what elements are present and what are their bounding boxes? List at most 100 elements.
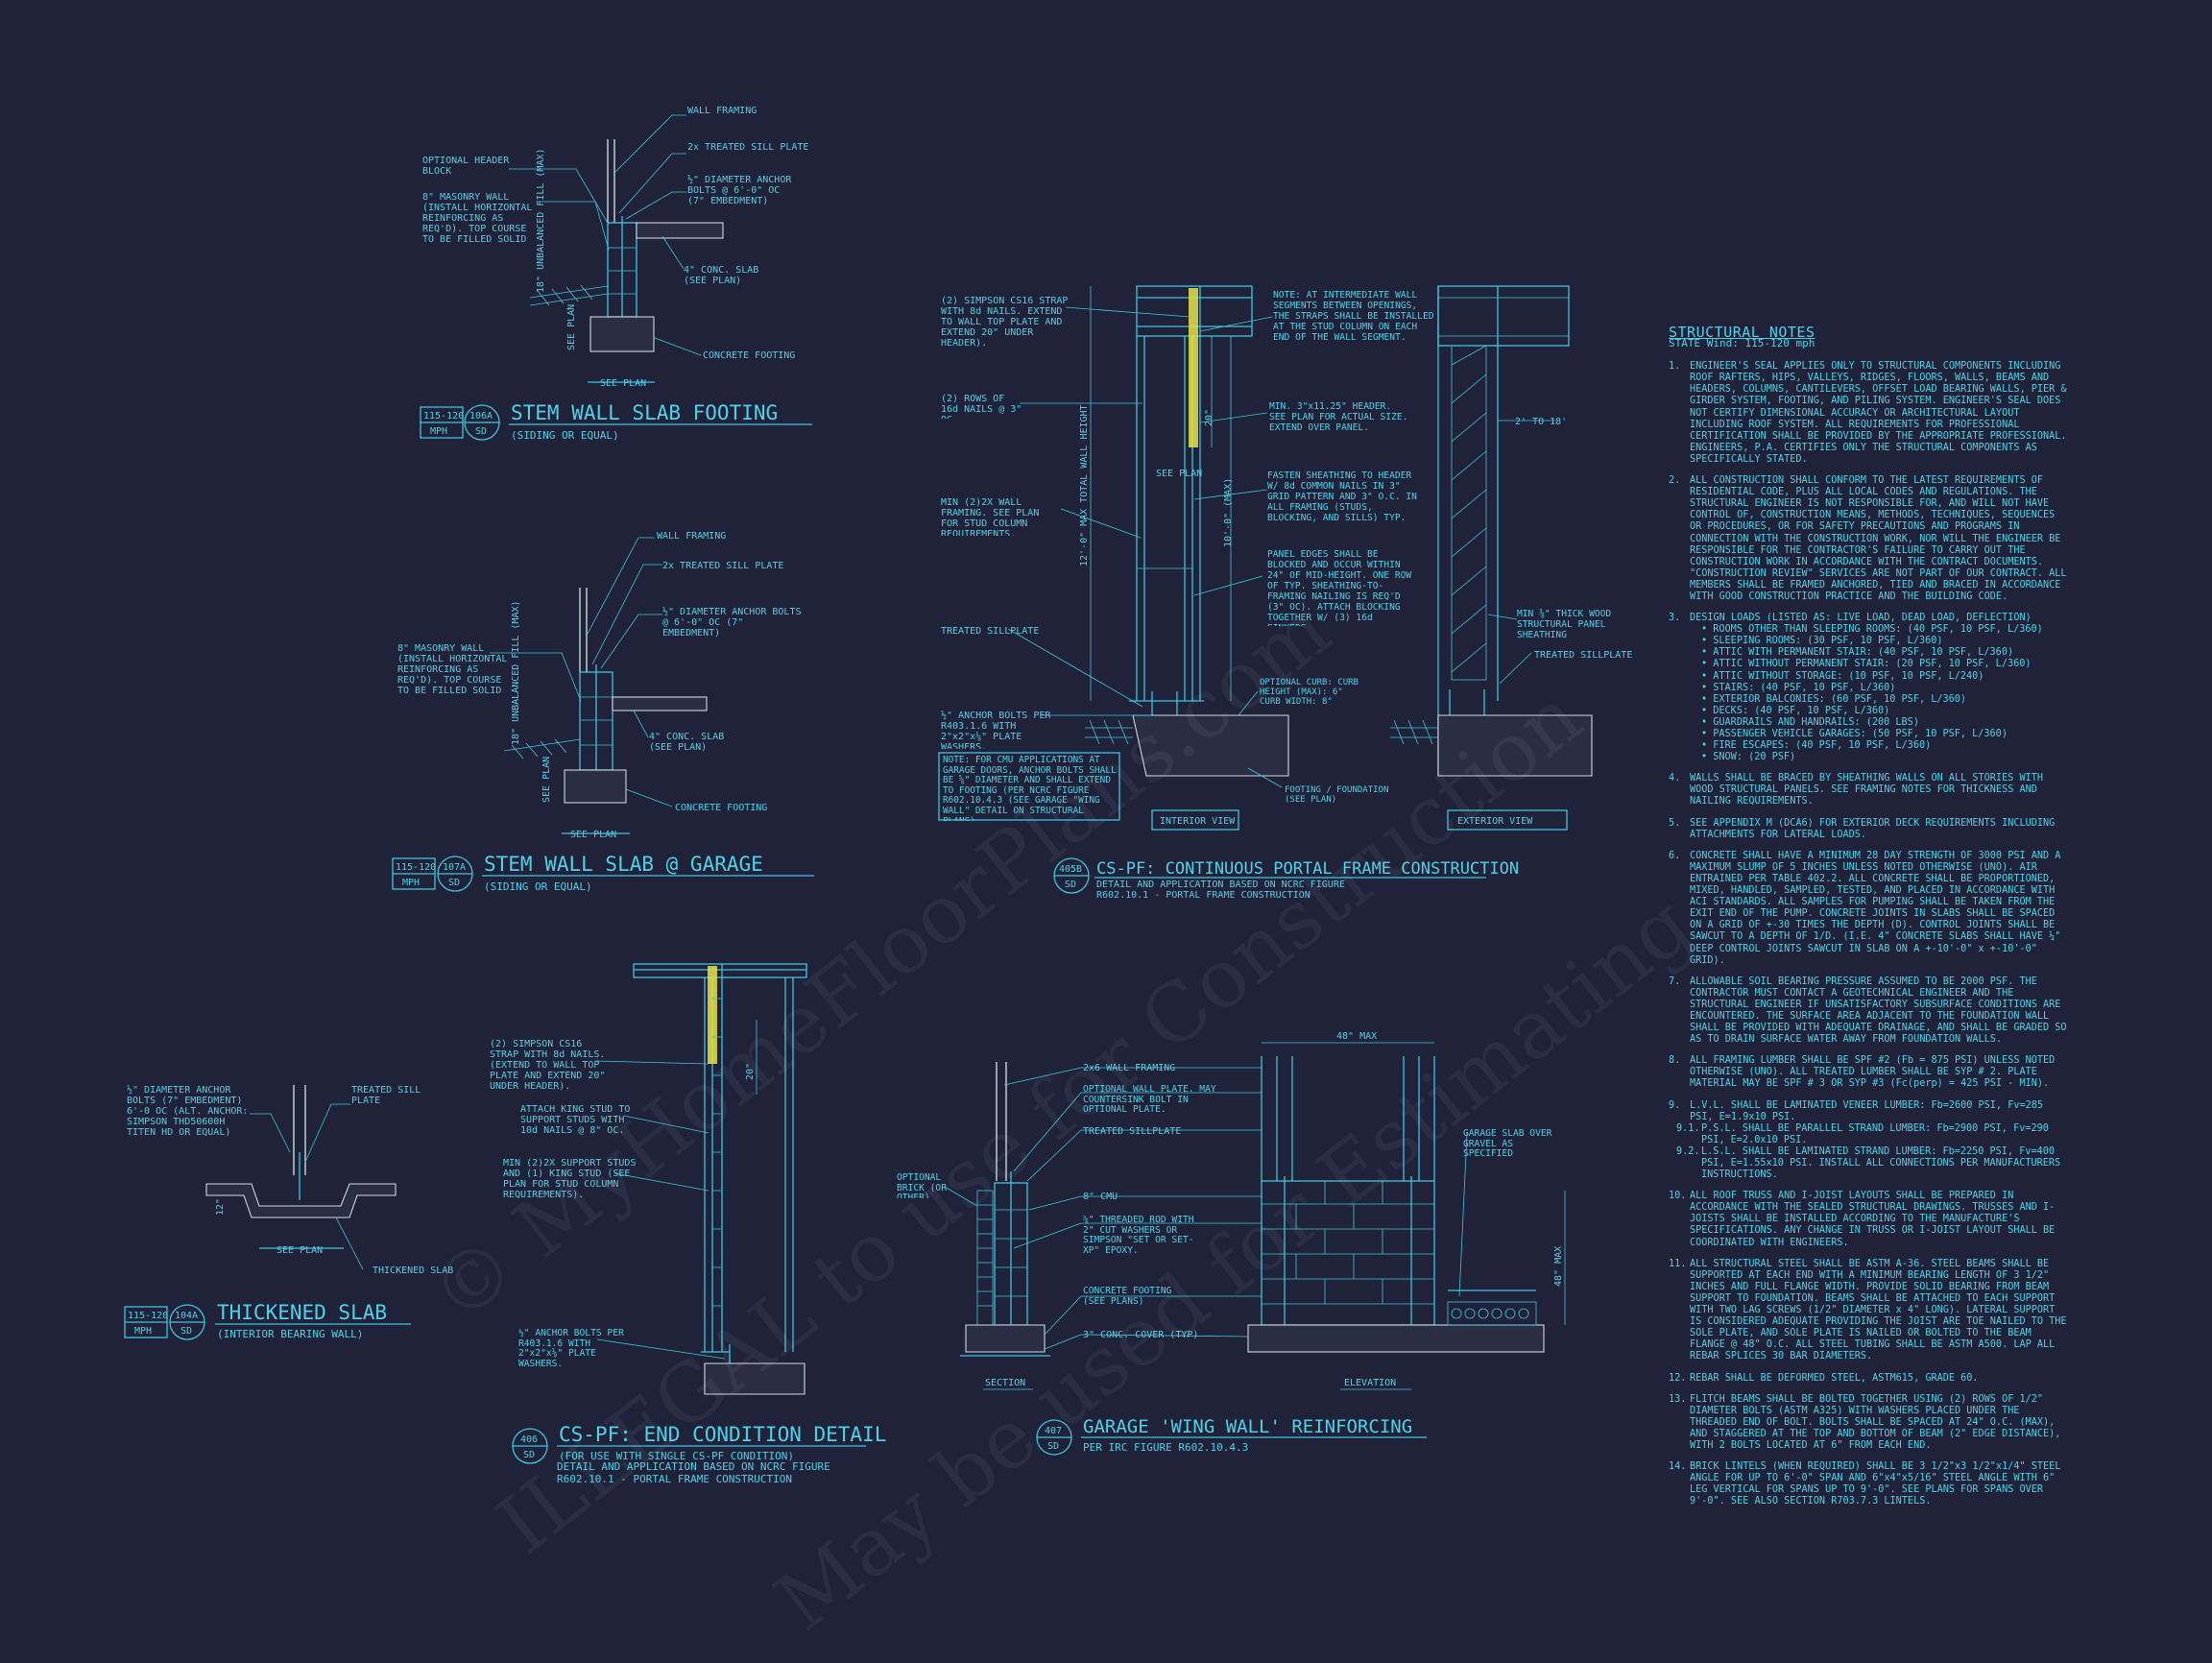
note-text-wrap: SEE APPENDIX M (DCA6) FOR EXTERIOR DECK … <box>1690 818 2072 841</box>
note-bullet: PASSENGER VEHICLE GARAGES: (50 PSF, 10 P… <box>1701 729 2072 740</box>
d406-subtitle2: DETAIL AND APPLICATION BASED ON NCRC FIG… <box>557 1461 830 1485</box>
detail-407: SECTION 48" MAX 48" MAX ELEVATION <box>897 1031 1566 1456</box>
d407-subtitle: PER IRC FIGURE R602.10.4.3 <box>1083 1441 1248 1454</box>
d107a-num: 107A <box>443 862 466 873</box>
note-text: FLITCH BEAMS SHALL BE BOLTED TOGETHER US… <box>1690 1393 2061 1451</box>
d106a-label-9: 18" UNBALANCED FILL (MAX) <box>536 148 546 293</box>
d407-section-label: SECTION <box>985 1378 1025 1388</box>
note-subitem-number: 9.1. <box>1676 1122 1700 1134</box>
d104a-num: 104A <box>175 1311 198 1321</box>
d407-label-7: CONCRETE FOOTING (SEE PLANS) <box>1083 1287 1172 1307</box>
note-text-wrap: FLITCH BEAMS SHALL BE BOLTED TOGETHER US… <box>1690 1394 2072 1452</box>
d405b-subtitle: DETAIL AND APPLICATION BASED ON NCRC FIG… <box>1096 880 1345 901</box>
d406-sheet: SD <box>523 1450 535 1460</box>
note-bullets: ROOMS OTHER THAN SLEEPING ROOMS: (40 PSF… <box>1690 624 2072 763</box>
d405b-dim-height: 12'-0" MAX TOTAL WALL HEIGHT <box>1079 404 1090 566</box>
note-text-wrap: WALLS SHALL BE BRACED BY SHEATHING WALLS… <box>1690 773 2072 807</box>
note-text: DESIGN LOADS (LISTED AS: LIVE LOAD, DEAD… <box>1690 613 2032 624</box>
note-item: 13.FLITCH BEAMS SHALL BE BOLTED TOGETHER… <box>1669 1394 2072 1452</box>
d104a-label-5: 12" <box>215 1198 226 1216</box>
note-text-wrap: DESIGN LOADS (LISTED AS: LIVE LOAD, DEAD… <box>1690 613 2072 763</box>
d407-dim-48-top: 48" MAX <box>1336 1031 1377 1042</box>
note-bullet: ATTIC WITHOUT PERMANENT STAIR: (20 PSF, … <box>1701 659 2072 670</box>
d405b-interior-view: INTERIOR VIEW <box>1160 816 1236 827</box>
notes-subtitle: STATE Wind: 115-120 mph <box>1669 337 1815 350</box>
d405b-label-2: (2) ROWS OF 16d NAILS @ 3" OC <box>941 394 1022 419</box>
note-number: 7. <box>1669 976 1681 987</box>
d104a-title: THICKENED SLAB <box>217 1301 387 1324</box>
note-text: ALLOWABLE SOIL BEARING PRESSURE ASSUMED … <box>1690 976 2067 1046</box>
note-text-wrap: L.V.L. SHALL BE LAMINATED VENEER LUMBER:… <box>1676 1100 2072 1182</box>
d407-title: GARAGE 'WING WALL' REINFORCING <box>1083 1416 1412 1437</box>
d106a-label-7: CONCRETE FOOTING <box>703 350 795 361</box>
d407-label-2: OPTIONAL WALL PLATE. MAY COUNTERSINK BOL… <box>1083 1085 1216 1116</box>
detail-405b: 12'-0" MAX TOTAL WALL HEIGHT 10'-0" (MAX… <box>938 285 1632 901</box>
note-number: 8. <box>1669 1055 1681 1067</box>
note-text: CONCRETE SHALL HAVE A MINIMUM 28 DAY STR… <box>1690 850 2061 966</box>
note-number: 6. <box>1669 850 1681 861</box>
d106a-label-3: ½" DIAMETER ANCHOR BOLTS @ 6'-0" OC (7" … <box>687 175 792 206</box>
note-bullet: ROOMS OTHER THAN SLEEPING ROOMS: (40 PSF… <box>1701 624 2072 636</box>
note-bullet: ATTIC WITH PERMANENT STAIR: (40 PSF, 10 … <box>1701 647 2072 659</box>
d405b-label-4: TREATED SILLPLATE <box>941 626 1039 637</box>
note-text-wrap: ALLOWABLE SOIL BEARING PRESSURE ASSUMED … <box>1690 976 2072 1047</box>
d405b-label-1: (2) SIMPSON CS16 STRAP WITH 8d NAILS. EX… <box>941 296 1069 349</box>
d107a-subtitle: (SIDING OR EQUAL) <box>484 880 592 893</box>
note-number: 13. <box>1669 1393 1687 1405</box>
d104a-subtitle: (INTERIOR BEARING WALL) <box>217 1328 363 1340</box>
d106a-label-5: 8" MASONRY WALL (INSTALL HORIZONTAL REIN… <box>422 192 533 245</box>
notes-list: 1.ENGINEER'S SEAL APPLIES ONLY TO STRUCT… <box>1669 361 2072 1507</box>
d405b-label-3: MIN (2)2X WALL FRAMING. SEE PLAN FOR STU… <box>941 497 1040 536</box>
note-text: WALLS SHALL BE BRACED BY SHEATHING WALLS… <box>1690 773 2044 807</box>
d106a-label-10: SEE PLAN <box>566 304 577 350</box>
d104a-label-3: SEE PLAN <box>276 1245 323 1256</box>
d107a-label-7: SEE PLAN <box>570 830 616 840</box>
d405b-label-6: NOTE: FOR CMU APPLICATIONS AT GARAGE DOO… <box>943 756 1117 821</box>
d106a-label-6: 4" CONC. SLAB (SEE PLAN) <box>684 265 759 286</box>
d104a-sheet: SD <box>180 1326 192 1337</box>
detail-104a: ½" DIAMETER ANCHOR BOLTS (7" EMBEDMENT) … <box>124 1085 453 1340</box>
d406-label-4: ½" ANCHOR BOLTS PER R403.1.6 WITH 2"x2"x… <box>518 1329 624 1367</box>
note-bullet: DECKS: (40 PSF, 10 PSF, L/360) <box>1701 706 2072 717</box>
note-item: 4.WALLS SHALL BE BRACED BY SHEATHING WAL… <box>1669 773 2072 807</box>
note-text: ENGINEER'S SEAL APPLIES ONLY TO STRUCTUR… <box>1690 361 2067 465</box>
d406-subtitle: (FOR USE WITH SINGLE CS-PF CONDITION) <box>559 1450 794 1462</box>
d406-label-1: (2) SIMPSON CS16 STRAP WITH 8d NAILS. (E… <box>490 1039 606 1092</box>
d407-label-9: GARAGE SLAB OVER GRAVEL AS SPECIFIED <box>1463 1129 1552 1160</box>
note-text-wrap: REBAR SHALL BE DEFORMED STEEL, ASTM615, … <box>1690 1373 2072 1385</box>
d107a-label-3: ½" DIAMETER ANCHOR BOLTS @ 6'-0" OC (7" … <box>662 607 802 638</box>
d405b-label-5: ½" ANCHOR BOLTS PER R403.1.6 WITH 2"x2"x… <box>941 711 1051 749</box>
d405b-label-14: TREATED SILLPLATE <box>1534 650 1632 661</box>
note-item: 1.ENGINEER'S SEAL APPLIES ONLY TO STRUCT… <box>1669 361 2072 466</box>
d104a-label-1: ½" DIAMETER ANCHOR BOLTS (7" EMBEDMENT) … <box>127 1085 249 1138</box>
notes-title: STRUCTURAL NOTES <box>1669 324 1815 341</box>
note-number: 14. <box>1669 1461 1687 1473</box>
note-number: 10. <box>1669 1191 1687 1202</box>
note-item: 6. CONCRETE SHALL HAVE A MINIMUM 28 DAY S… <box>1669 851 2072 967</box>
d107a-title: STEM WALL SLAB @ GARAGE <box>484 853 763 876</box>
note-bullet: EXTERIOR BALCONIES: (60 PSF, 10 PSF, L/3… <box>1701 694 2072 706</box>
d405b-label-13: MIN ⅜" THICK WOOD STRUCTURAL PANEL SHEAT… <box>1517 609 1612 640</box>
note-text-wrap: CONCRETE SHALL HAVE A MINIMUM 28 DAY STR… <box>1690 851 2072 967</box>
note-text: ALL CONSTRUCTION SHALL CONFORM TO THE LA… <box>1690 475 2067 602</box>
d405b-num: 405B <box>1059 864 1082 875</box>
d106a-tag-bot: MPH <box>430 426 447 437</box>
d407-label-3: TREATED SILLPLATE <box>1083 1126 1181 1137</box>
detail-107a: WALL FRAMING 2x TREATED SILL PLATE ½" DI… <box>392 531 814 893</box>
note-number: 12. <box>1669 1372 1687 1384</box>
note-subitem: 9.2.L.S.L. SHALL BE LAMINATED STRAND LUM… <box>1676 1146 2072 1181</box>
note-item: 11.ALL STRUCTURAL STEEL SHALL BE ASTM A-… <box>1669 1259 2072 1363</box>
d406-label-3: MIN (2)2X SUPPORT STUDS AND (1) KING STU… <box>503 1158 637 1200</box>
d407-elevation-label: ELEVATION <box>1344 1378 1396 1388</box>
note-bullet: GUARDRAILS AND HANDRAILS: (200 LBS) <box>1701 717 2072 729</box>
note-item: 7. ALLOWABLE SOIL BEARING PRESSURE ASSUME… <box>1669 976 2072 1047</box>
d407-label-4: OPTIONAL BRICK (OR OTHER) <box>897 1173 947 1198</box>
note-subitem-text: P.S.L. SHALL BE PARALLEL STRAND LUMBER: … <box>1701 1122 2049 1145</box>
d405b-exterior-view: EXTERIOR VIEW <box>1457 816 1533 827</box>
d106a-subtitle: (SIDING OR EQUAL) <box>511 429 619 442</box>
structural-notes: STRUCTURAL NOTES STATE Wind: 115-120 mph… <box>1669 324 2072 1517</box>
note-bullet: STAIRS: (40 PSF, 10 PSF, L/360) <box>1701 683 2072 694</box>
d407-label-6: ⅝" THREADED ROD WITH 2" CUT WASHERS OR S… <box>1083 1216 1194 1256</box>
d407-label-5: 8" CMU <box>1083 1192 1118 1202</box>
note-number: 5. <box>1669 817 1681 829</box>
